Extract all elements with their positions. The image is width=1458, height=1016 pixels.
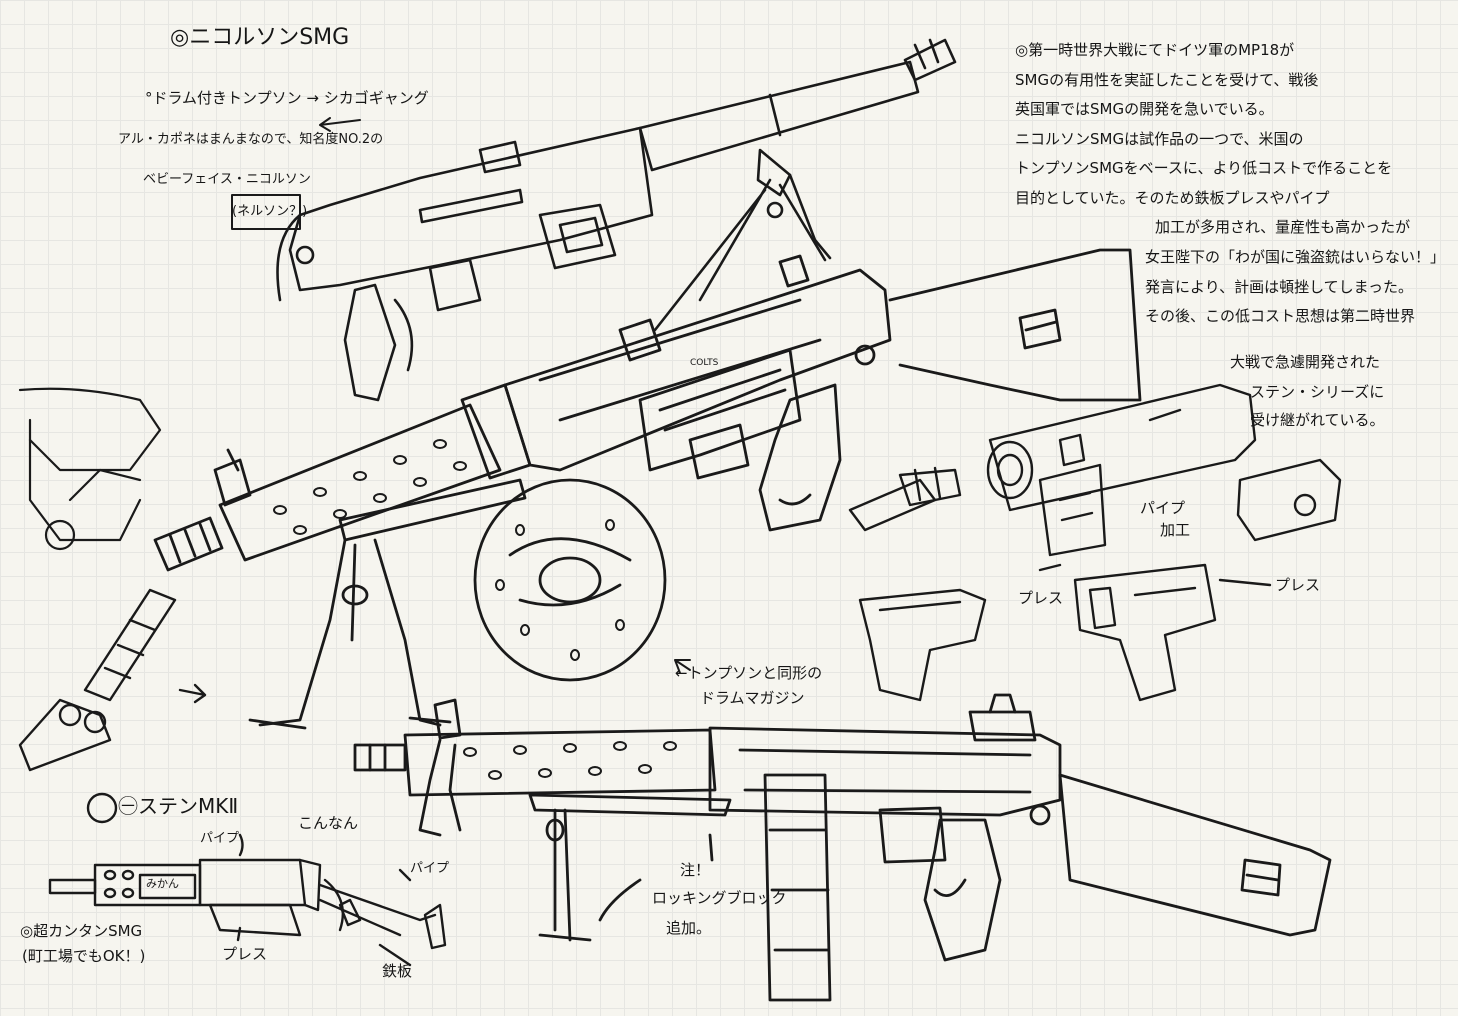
label-capone-line1: アル・カポネはまんまなので、知名度NO.2の <box>118 132 384 147</box>
description-line: ステン・シリーズに <box>1250 383 1385 401</box>
label-pipe-process-2: 加工 <box>1160 521 1191 539</box>
label-drum-mag-line2: ドラムマガジン <box>700 689 805 707</box>
label-pipe-a: パイプ <box>200 831 240 846</box>
annotation-arrows <box>231 117 691 674</box>
drum-rivets <box>495 519 625 661</box>
description-block: ◎第一時世界大戦にてドイツ軍のMP18が SMGの有用性を実証したことを受けて、… <box>1015 36 1392 213</box>
description-line: 加工が多用され、量産性も高かったが <box>1155 218 1411 236</box>
receiver-stamp: COLTS <box>690 358 719 368</box>
label-note-1: 注！ <box>680 861 711 879</box>
title-sten-mk2: ㊀ステンMKⅡ <box>118 794 239 818</box>
label-press-c: プレス <box>222 945 268 963</box>
description-line: その後、この低コスト思想は第二時世界 <box>1145 307 1416 325</box>
main-smg-sketch <box>153 248 1142 730</box>
label-drum-mag-line1: ←トンプソンと同形の <box>675 664 823 682</box>
label-super-simple-2: (町工場でもOK！) <box>22 947 146 965</box>
label-nelson: (ネルソン？) <box>232 204 308 219</box>
sten-sketch <box>48 792 447 967</box>
label-mag-text: みかん <box>146 877 179 890</box>
description-block-continued: 加工が多用され、量産性も高かったが <box>1155 213 1410 243</box>
parts-breakdown <box>848 383 1342 702</box>
bottom-smg-sketch <box>353 693 1332 1002</box>
label-pipe-b: パイプ <box>410 861 450 876</box>
left-partial-sketch <box>18 387 162 551</box>
label-note-2: ロッキングブロック <box>652 889 787 907</box>
description-line: 英国軍ではSMGの開発を急いでいる。 <box>1015 100 1274 118</box>
label-capone-line2: ベビーフェイス・ニコルソン <box>143 172 311 187</box>
bottom-shroud-holes <box>463 741 677 780</box>
label-drum-thompson: °ドラム付きトンプソン → シカゴギャング <box>145 89 429 107</box>
description-line: 受け継がれている。 <box>1250 411 1385 429</box>
label-konnan: こんなん <box>298 814 359 832</box>
description-block-continued-2: 女王陛下の「わが国に強盗銃はいらない！」 発言により、計画は頓挫してしまった。 … <box>1145 243 1445 332</box>
description-line: 大戦で急遽開発された <box>1230 353 1381 371</box>
top-smg-sketch <box>276 38 957 402</box>
description-line: 女王陛下の「わが国に強盗銃はいらない！」 <box>1145 248 1446 266</box>
sling-swivel-detail <box>18 588 207 772</box>
label-press-b: プレス <box>1275 576 1321 594</box>
description-line: ◎第一時世界大戦にてドイツ軍のMP18が <box>1015 41 1295 59</box>
label-press-a: プレス <box>1018 589 1064 607</box>
description-line: 目的としていた。そのため鉄板プレスやパイプ <box>1015 188 1330 207</box>
label-note-3: 追加。 <box>666 919 712 937</box>
title-nicholson-smg: ◎ニコルソンSMG <box>170 25 350 50</box>
shroud-holes <box>273 439 467 535</box>
label-super-simple-1: ◎超カンタンSMG <box>20 922 143 940</box>
description-line: SMGの有用性を実証したことを受けて、戦後 <box>1015 70 1319 89</box>
label-pipe-process-1: パイプ <box>1140 499 1186 517</box>
description-line: 発言により、計画は頓挫してしまった。 <box>1145 277 1414 296</box>
label-tetsuban: 鉄板 <box>382 962 413 980</box>
description-line: ニコルソンSMGは試作品の一つで、米国の <box>1015 129 1304 148</box>
description-line: トンプソンSMGをベースに、より低コストで作ることを <box>1015 159 1393 177</box>
